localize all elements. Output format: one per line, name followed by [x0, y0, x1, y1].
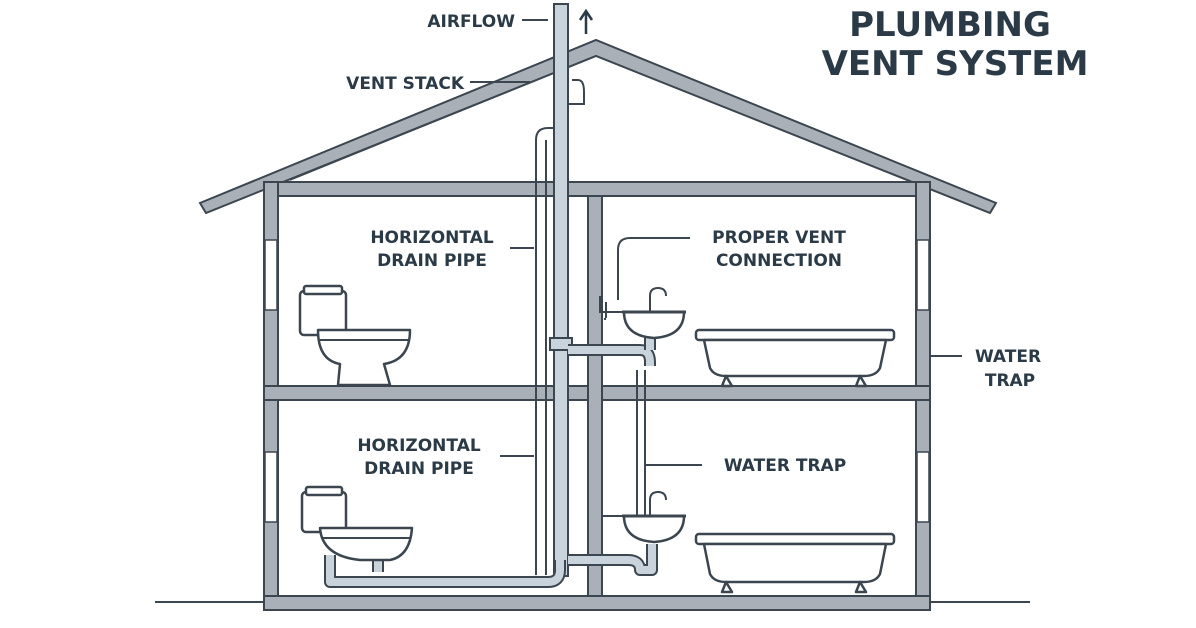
toilet-icon [300, 485, 414, 562]
label-proper-vent-2: CONNECTION [716, 251, 842, 271]
label-proper-vent-1: PROPER VENT [712, 228, 846, 248]
house-structure [263, 181, 931, 611]
label-water-trap-right-2: TRAP [985, 371, 1035, 391]
secondary-vent-pipe [535, 79, 585, 575]
proper-vent-pipe [568, 296, 656, 535]
label-water-trap-right-1: WATER [975, 347, 1041, 367]
toilet-icon [298, 284, 412, 387]
vent-stack-pipe [549, 3, 573, 577]
sink-icon [622, 490, 686, 544]
leader-lines [470, 19, 962, 466]
label-horizontal-drain-upper-1: HORIZONTAL [370, 228, 494, 248]
bathtub-icon [694, 328, 896, 388]
sink-icon [622, 286, 686, 340]
lower-trap-pipe [568, 515, 658, 576]
roof [198, 38, 998, 215]
title-line-2: VENT SYSTEM [822, 44, 1089, 84]
label-vent-stack: VENT STACK [346, 74, 465, 94]
title-line-1: PLUMBING [849, 5, 1051, 45]
label-horizontal-drain-lower-2: DRAIN PIPE [364, 459, 474, 479]
label-horizontal-drain-lower-1: HORIZONTAL [357, 436, 481, 456]
label-horizontal-drain-upper-2: DRAIN PIPE [377, 251, 487, 271]
label-airflow: AIRFLOW [427, 12, 515, 32]
bathtub-icon [694, 532, 896, 594]
up-arrow-icon [578, 8, 594, 34]
label-water-trap-lower: WATER TRAP [724, 456, 846, 476]
